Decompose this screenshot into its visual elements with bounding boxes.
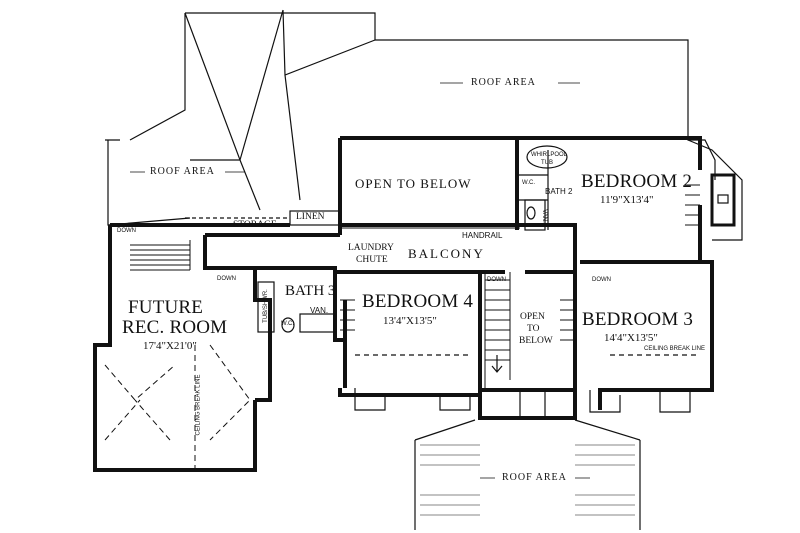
- bath2-sink: [526, 206, 536, 220]
- roof-bottom-outline: [414, 419, 641, 530]
- roof-area-top-label: ROOF AREA: [471, 77, 536, 88]
- laundry-chute-label-1: LAUNDRY: [348, 243, 394, 253]
- dormer-open: [519, 390, 546, 418]
- open-to-below-stair-3: BELOW: [519, 336, 553, 346]
- future-rec-name-2: REC. ROOM: [122, 317, 228, 338]
- roof-bottom-hatch: [420, 444, 635, 516]
- bath2-wc-label: W.C.: [522, 180, 535, 186]
- bedroom2-name: BEDROOM 2: [581, 171, 693, 192]
- bath2-vanity: [524, 199, 546, 231]
- future-rec-name-1: FUTURE: [128, 297, 204, 318]
- bath2-label: BATH 2: [545, 187, 573, 196]
- roof-outline-top: [185, 12, 716, 180]
- linen-closet: [289, 210, 341, 226]
- open-to-below-stair-2: TO: [527, 324, 540, 334]
- roof-area-left-label: ROOF AREA: [150, 166, 215, 177]
- exterior-wall-rec-right: [253, 268, 272, 402]
- bedroom2-dim: 11'9"X13'4": [600, 194, 654, 206]
- laundry-chute-label-2: CHUTE: [356, 255, 388, 265]
- open-to-below-label: OPEN TO BELOW: [355, 176, 472, 191]
- roof-ridge-lines: [129, 9, 376, 211]
- down-label-bedroom3: DOWN: [592, 277, 611, 283]
- roof-area-bottom-label: ROOF AREA: [502, 472, 567, 483]
- bath3-toilet: [281, 317, 295, 333]
- whirlpool-tub: [526, 145, 568, 169]
- chimney: [710, 173, 736, 227]
- bath3-van-label: VAN.: [310, 306, 329, 315]
- bedroom3-ceiling-break-label: CEILING BREAK LINE: [644, 346, 706, 352]
- future-rec-dim: 17'4"X21'0": [143, 340, 197, 352]
- whirlpool-tub-label-1: WHIRLPOOL: [531, 152, 568, 158]
- exterior-wall-upper: [338, 136, 702, 264]
- stair-center: [484, 272, 511, 390]
- down-label-stair-left: DOWN: [117, 228, 136, 234]
- bedroom3-dim: 14'4"X13'5": [604, 332, 658, 344]
- handrail-label: HANDRAIL: [462, 231, 503, 240]
- roof-right-hip: [687, 139, 743, 241]
- rec-ceiling-lines: [104, 344, 251, 468]
- roof-left-outline: [105, 139, 191, 226]
- stair-arrow: [491, 355, 503, 373]
- whirlpool-tub-label-2: TUB: [541, 160, 553, 166]
- linen-label: LINEN: [296, 212, 325, 222]
- exterior-wall-bedroom4: [338, 300, 480, 397]
- balcony-wall: [340, 223, 577, 274]
- side-windows: [340, 184, 700, 341]
- balcony-label: BALCONY: [408, 246, 485, 261]
- storage-label: STORAGE: [233, 220, 277, 230]
- bath3-tub: [257, 281, 275, 333]
- exterior-wall-bedroom3: [478, 262, 577, 420]
- bedroom3-name: BEDROOM 3: [582, 309, 694, 330]
- bedroom4-dim: 13'4"X13'5": [383, 315, 437, 327]
- exterior-wall-right: [598, 260, 714, 410]
- down-label-corridor: DOWN: [217, 276, 236, 282]
- bath3-vanity: [299, 313, 335, 333]
- open-to-below-stair-1: OPEN: [520, 312, 545, 322]
- bedroom4-wall: [335, 270, 482, 390]
- bath2-van-label: VAN.: [540, 209, 547, 223]
- bath3-label: BATH 3: [285, 283, 336, 299]
- exterior-wall-left: [93, 223, 290, 472]
- dormer-bedroom3: [589, 390, 691, 413]
- bath3-wc-label: W.C.: [281, 321, 294, 327]
- dormer-bedroom4: [354, 388, 471, 411]
- bath3-tub-label: TUB/SHWR.: [262, 289, 269, 323]
- bedroom4-name: BEDROOM 4: [362, 291, 474, 312]
- stair-left: [130, 240, 191, 271]
- down-label-center: DOWN: [487, 277, 506, 283]
- bath3-wall: [255, 266, 345, 342]
- rec-ceiling-break-label: CEILING BREAK LINE: [195, 374, 202, 436]
